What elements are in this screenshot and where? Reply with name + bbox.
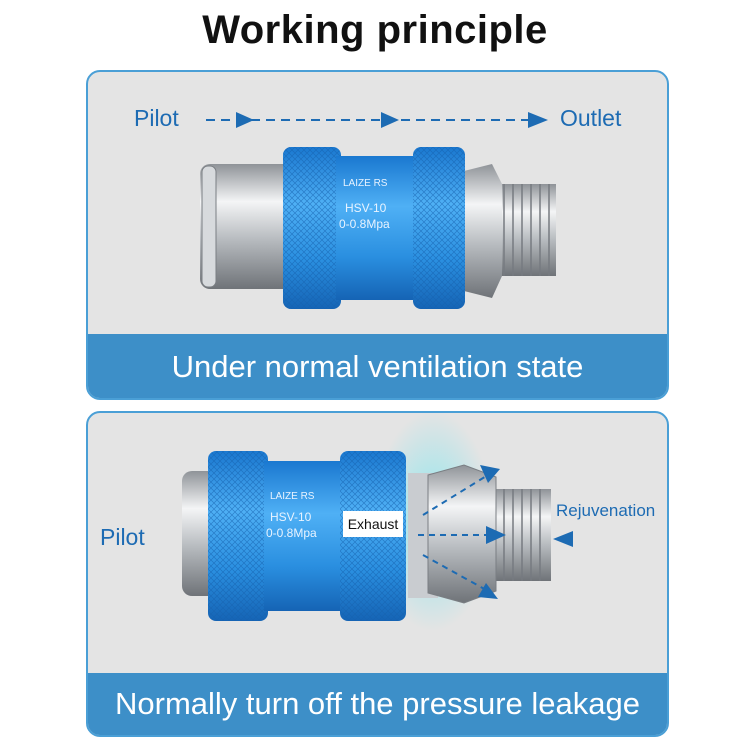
hex-nut: [460, 164, 502, 298]
rejuvenation-label: Rejuvenation: [556, 501, 656, 520]
exhaust-arrow-icon: [480, 465, 500, 483]
exhaust-arrow-icon: [478, 583, 498, 599]
normal-ventilation-panel: LAIZE RS HSV-10 0-0.8Mpa Pilot Outlet Un…: [86, 70, 669, 400]
valve-illustration-closed: LAIZE RS HSV-10 0-0.8Mpa: [182, 413, 573, 631]
flow-arrow-icon: [381, 112, 399, 128]
pressure-label: 0-0.8Mpa: [339, 217, 390, 231]
flow-arrow-icon: [236, 112, 254, 128]
sleeve-part: [200, 164, 300, 289]
thread-part: [496, 184, 556, 276]
state-caption: Under normal ventilation state: [88, 334, 667, 398]
valve-body: [264, 461, 344, 611]
valve-illustration-open: LAIZE RS HSV-10 0-0.8Mpa: [200, 112, 556, 309]
exhaust-arrow-icon: [486, 526, 506, 544]
model-label: HSV-10: [270, 510, 312, 524]
exhaust-label: Exhaust: [343, 511, 403, 537]
pilot-label: Pilot: [134, 105, 179, 131]
page-title: Working principle: [202, 8, 548, 52]
brand-mark: LAIZE RS: [270, 491, 315, 502]
outlet-label: Outlet: [560, 105, 622, 131]
pressure-leakage-panel: LAIZE RS HSV-10 0-0.8Mpa Pilot Exhaust R…: [86, 411, 669, 737]
model-label: HSV-10: [345, 201, 387, 215]
rejuvenation-arrow-icon: [553, 531, 573, 547]
pressure-label: 0-0.8Mpa: [266, 526, 317, 540]
state-caption: Normally turn off the pressure leakage s…: [88, 673, 667, 735]
brand-mark: LAIZE RS: [343, 178, 388, 189]
valve-body: [336, 156, 418, 300]
flow-arrow-icon: [528, 112, 548, 128]
pilot-label: Pilot: [100, 524, 145, 550]
